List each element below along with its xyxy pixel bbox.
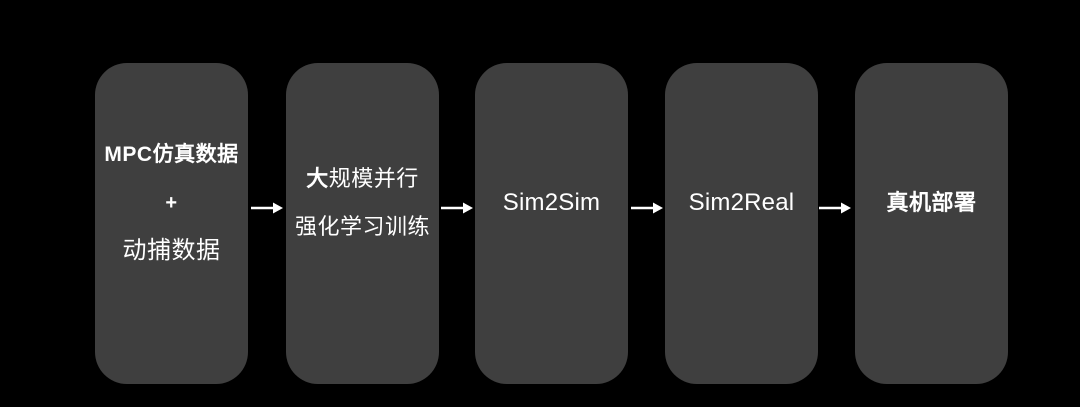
flow-node-rl-training: 大规模并行 强化学习训练 [286,63,439,384]
node-label-line: MPC仿真数据 [104,143,239,166]
node-label-line: 大规模并行 [306,155,419,203]
node-label-line: 真机部署 [886,190,977,215]
arrow-right-icon [441,202,473,214]
node-label-line: Sim2Sim [502,189,601,216]
node-label-rest: 规模并行 [328,166,419,191]
arrow-right-icon [819,202,851,214]
flow-node-deployment: 真机部署 [855,63,1008,384]
node-label-line: Sim2Real [688,189,795,216]
node-label-line: 强化学习训练 [294,214,430,239]
plus-separator: + [165,192,178,214]
node-label-bold-prefix: 大 [306,166,329,191]
flow-node-sim2sim: Sim2Sim [475,63,628,384]
arrow-right-icon [251,202,283,214]
flow-node-mpc-data: MPC仿真数据 + 动捕数据 [95,63,248,384]
flow-node-sim2real: Sim2Real [665,63,818,384]
node-label-line: 动捕数据 [122,237,221,264]
arrow-right-icon [631,202,663,214]
